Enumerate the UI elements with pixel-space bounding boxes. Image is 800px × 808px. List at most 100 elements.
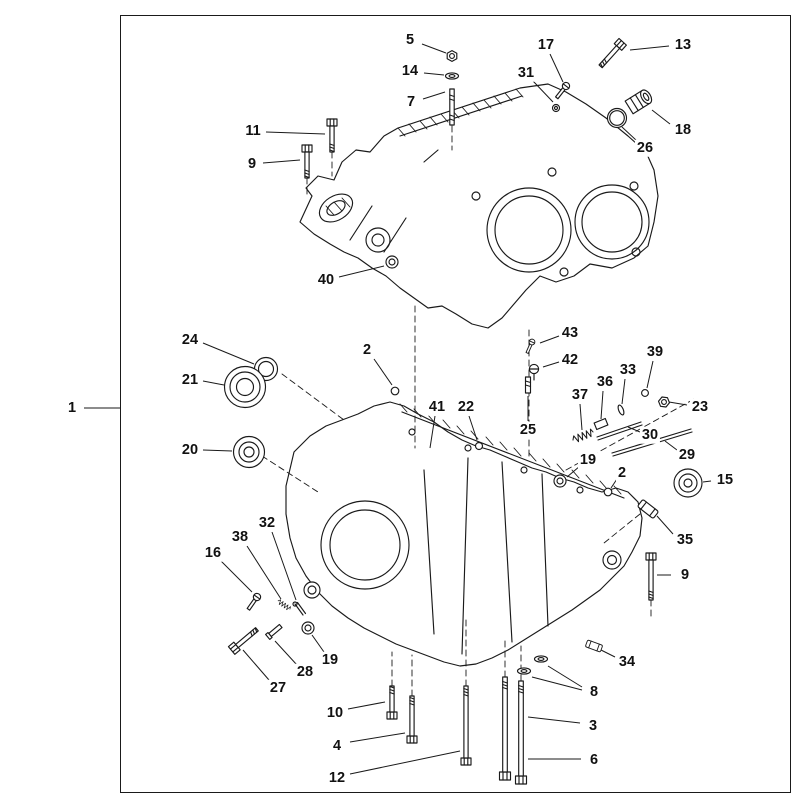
callout-27: 27 (267, 679, 289, 697)
upper-crankcase-half (299, 83, 659, 329)
leader-line-3 (527, 716, 581, 724)
leader-line-31 (532, 80, 554, 103)
leader-line-18 (651, 109, 671, 125)
callout-26: 26 (634, 139, 656, 157)
fitting-icon (528, 363, 540, 381)
leader-line-8 (531, 676, 583, 691)
mounting-lug (385, 255, 399, 269)
callout-34: 34 (616, 653, 638, 671)
callout-36: 36 (594, 373, 616, 391)
callout-3: 3 (586, 717, 600, 735)
callout-39: 39 (644, 343, 666, 361)
callout-4: 4 (330, 737, 344, 755)
callout-24: 24 (179, 331, 201, 349)
leader-line-43 (539, 335, 560, 344)
callout-29: 29 (676, 446, 698, 464)
ball-icon (641, 389, 649, 397)
leader-line-22 (468, 415, 478, 441)
washer-icon (617, 404, 625, 416)
leader-line-24 (202, 342, 255, 365)
leader-line-29 (664, 440, 678, 451)
crank-bore (320, 500, 410, 590)
leader-line-37 (579, 403, 583, 431)
leader-line-12 (349, 750, 461, 775)
leader-line-2 (373, 358, 393, 386)
callout-5: 5 (403, 31, 417, 49)
callout-9: 9 (245, 155, 259, 173)
callout-23: 23 (689, 398, 711, 416)
callout-10: 10 (324, 704, 346, 722)
callout-40: 40 (315, 271, 337, 289)
leader-line-19 (311, 634, 325, 653)
callout-18: 18 (672, 121, 694, 139)
callout-43: 43 (559, 324, 581, 342)
gasket-hatching (397, 88, 524, 137)
leader-line-17 (549, 53, 564, 83)
oil-seal-icon (673, 468, 703, 498)
callout-11: 11 (243, 122, 263, 140)
callout-19: 19 (577, 451, 599, 469)
leader-line-16 (220, 560, 253, 593)
callout-25: 25 (517, 421, 539, 439)
callout-35: 35 (674, 531, 696, 549)
leader-line-27 (242, 649, 270, 681)
leader-line-5 (421, 43, 447, 54)
callout-22: 22 (455, 398, 477, 416)
plug-icon (624, 89, 653, 115)
callout-41: 41 (426, 398, 448, 416)
leader-line-9 (262, 159, 301, 164)
callout-17: 17 (535, 36, 557, 54)
ball-icon (390, 386, 400, 396)
callout-30: 30 (639, 426, 661, 444)
leader-line-14 (423, 72, 445, 76)
leader-line-23 (668, 401, 688, 406)
callout-16: 16 (202, 544, 224, 562)
leader-line-35 (656, 515, 674, 535)
pin-icon (292, 601, 307, 616)
callout-32: 32 (256, 514, 278, 532)
callout-21: 21 (179, 371, 201, 389)
leader-line-8 (547, 665, 583, 688)
valve-piston-icon (593, 417, 609, 431)
stud-icon (524, 376, 532, 394)
o-ring-icon (606, 107, 628, 129)
leader-line-13 (629, 45, 670, 51)
callout-2: 2 (360, 341, 374, 359)
leader-line-11 (265, 131, 326, 135)
bearing-icon (223, 365, 267, 409)
leader-line-41 (429, 415, 436, 449)
callout-9: 9 (678, 566, 692, 584)
cylinder-bore (574, 184, 650, 260)
callout-37: 37 (569, 386, 591, 404)
leader-line-40 (338, 265, 385, 278)
leader-line-33 (621, 378, 626, 405)
parts (223, 37, 703, 785)
leader-line-7 (422, 91, 446, 100)
cylinder-bore (486, 187, 572, 273)
callout-7: 7 (404, 93, 418, 111)
callout-14: 14 (399, 62, 421, 80)
callout-19: 19 (319, 651, 341, 669)
ball-icon (603, 487, 613, 497)
leader-line-42 (542, 361, 560, 368)
leader-line-28 (274, 640, 298, 666)
leader-line-30 (627, 426, 641, 433)
lower-crankcase-half (285, 401, 643, 667)
leader-line-34 (600, 649, 616, 658)
callout-42: 42 (559, 351, 581, 369)
bearing-boss (365, 227, 391, 253)
leader-line-10 (347, 701, 386, 710)
callout-8: 8 (587, 683, 601, 701)
leader-line-15 (702, 480, 712, 483)
leader-line-26 (621, 126, 637, 141)
callout-2: 2 (615, 464, 629, 482)
leader-line-21 (202, 380, 225, 386)
callout-13: 13 (672, 36, 694, 54)
callout-38: 38 (229, 528, 251, 546)
callout-6: 6 (587, 751, 601, 769)
ball-icon (474, 441, 484, 451)
leader-line-32 (271, 531, 297, 601)
pin-icon (596, 421, 643, 441)
oil-seal-icon (232, 435, 266, 469)
